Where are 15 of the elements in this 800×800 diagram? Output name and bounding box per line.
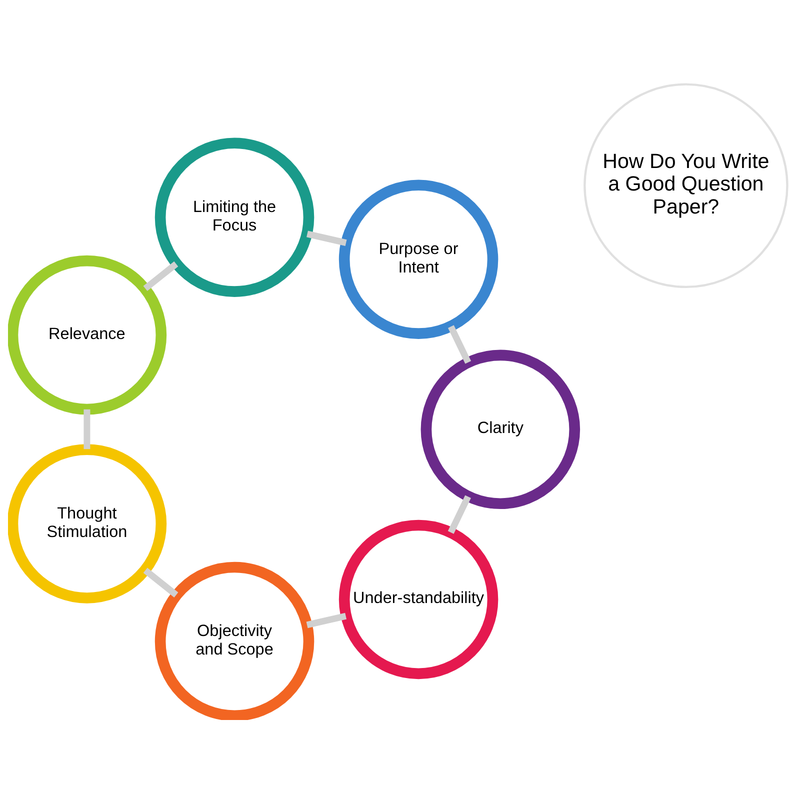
connector (306, 230, 347, 246)
node-circle: Relevance (8, 255, 167, 415)
connector (306, 612, 347, 628)
node-circle: Limiting the Focus (154, 138, 314, 297)
node-circle: Thought Stimulation (8, 444, 167, 604)
connector (84, 409, 90, 450)
node-circle: Purpose or Intent (338, 180, 498, 339)
node-circle: Objectivity and Scope (154, 562, 314, 720)
connector (448, 495, 471, 534)
node-circle: How Do You Write a Good Question Paper? (584, 83, 788, 288)
node-circle: Under-standability (338, 520, 498, 680)
connector (448, 325, 472, 364)
node-circle: Clarity (420, 350, 580, 510)
connector (143, 568, 178, 598)
connector (143, 261, 178, 292)
